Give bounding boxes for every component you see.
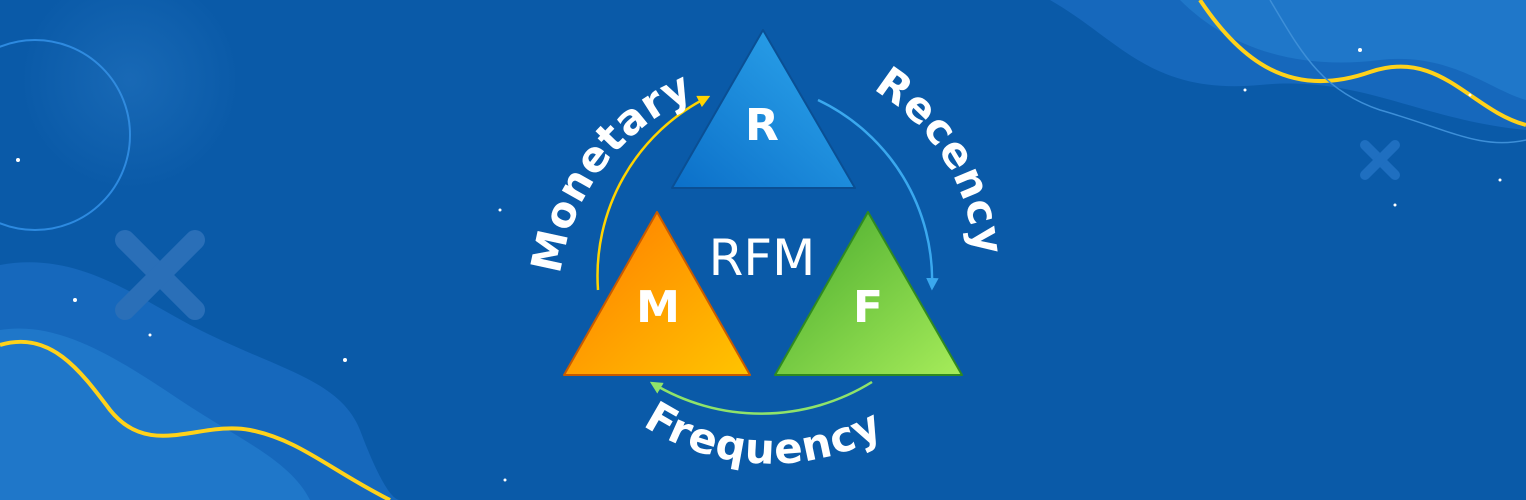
triangle-r-shape	[671, 29, 856, 189]
top-right-wave-inner	[1180, 0, 1526, 100]
top-right-thin-line	[1269, 0, 1526, 144]
sparkle-dots	[16, 48, 1502, 482]
monetary-arc	[596, 95, 711, 291]
recency-arc	[817, 98, 939, 291]
triangle-f-shape	[774, 211, 963, 376]
center-label: RFM	[709, 229, 816, 287]
triangle-m-letter: M	[636, 282, 680, 333]
node-m: M	[563, 211, 751, 376]
node-f: F	[774, 211, 963, 376]
top-right-yellow-line	[1198, 0, 1526, 127]
node-r: R	[671, 29, 856, 189]
cycle-arrows	[596, 95, 939, 415]
left-cross-icon	[115, 230, 205, 320]
top-left-dot-cloud	[20, 0, 240, 190]
frequency-arc	[649, 380, 873, 415]
frequency-label-text: Frequency	[637, 392, 889, 474]
triangle-r-letter: R	[745, 100, 779, 151]
right-cross-icon	[1360, 140, 1400, 180]
frequency-label: Frequency	[637, 392, 888, 474]
triangle-f-letter: F	[853, 282, 883, 333]
bottom-left-yellow-line	[0, 339, 391, 500]
triangle-m-shape	[563, 211, 751, 376]
